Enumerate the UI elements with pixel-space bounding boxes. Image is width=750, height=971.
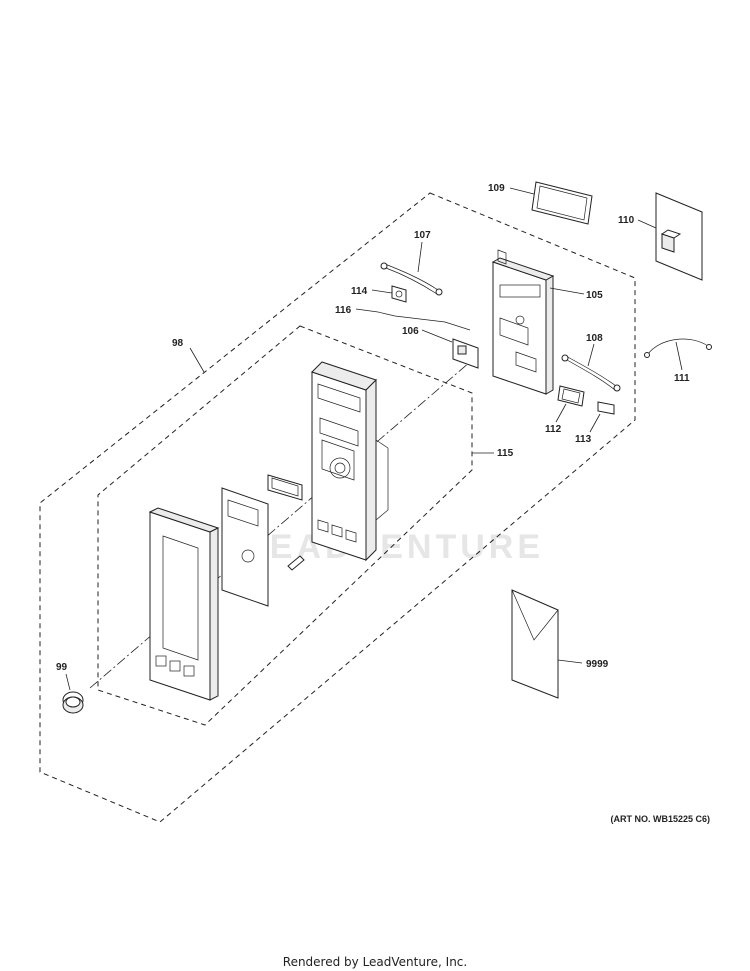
art-number-label: (ART NO. WB15225 C6) <box>610 814 710 824</box>
callout-112: 112 <box>545 424 562 435</box>
outer-cover-panel[interactable] <box>148 507 220 701</box>
callout-108: 108 <box>586 333 603 344</box>
wire-111[interactable] <box>644 338 712 358</box>
circuit-board-110[interactable] <box>655 192 703 281</box>
leader-114 <box>371 289 393 294</box>
callout-109: 109 <box>488 183 505 194</box>
footer-credit: Rendered by LeadVenture, Inc. <box>282 955 468 969</box>
callout-111: 111 <box>674 373 690 384</box>
membrane-overlay-panel[interactable] <box>221 487 269 607</box>
callout-115: 115 <box>497 448 514 459</box>
leader-111 <box>675 341 683 371</box>
callout-110: 110 <box>618 215 635 226</box>
alignment-centerline <box>89 361 471 689</box>
display-module-109[interactable] <box>531 181 593 225</box>
callout-105: 105 <box>586 290 603 301</box>
leader-106 <box>421 329 453 343</box>
leader-110 <box>637 219 657 229</box>
plate-part-113[interactable] <box>597 401 615 415</box>
leader-99 <box>65 673 71 691</box>
callout-107: 107 <box>414 230 431 241</box>
leader-108 <box>587 343 595 367</box>
knob-part[interactable] <box>62 691 84 714</box>
callout-106: 106 <box>402 326 419 337</box>
leader-98 <box>189 347 205 373</box>
callout-9999: 9999 <box>586 659 609 670</box>
control-panel-frame[interactable] <box>311 361 389 562</box>
callout-113: 113 <box>575 434 592 445</box>
leader-9999 <box>557 659 583 664</box>
callout-114: 114 <box>351 286 368 297</box>
leader-112 <box>555 403 567 423</box>
latch-piece[interactable] <box>287 555 305 571</box>
control-board-bracket[interactable] <box>491 249 555 395</box>
small-bracket-part[interactable] <box>391 285 407 303</box>
leader-116 <box>355 308 379 313</box>
callout-99: 99 <box>56 662 68 673</box>
callout-98: 98 <box>172 338 184 349</box>
leader-105 <box>549 287 585 295</box>
leader-107 <box>417 241 423 273</box>
wire-harness-107[interactable] <box>380 262 443 296</box>
wire-harness-108[interactable] <box>561 354 621 392</box>
wire-116[interactable] <box>377 311 471 331</box>
leader-113 <box>589 413 601 433</box>
leader-109 <box>509 187 535 195</box>
literature-envelope[interactable] <box>511 589 559 699</box>
switch-board-part[interactable] <box>452 338 479 369</box>
watermark: LEADVENTURE <box>245 528 544 566</box>
callout-116: 116 <box>335 305 352 316</box>
frame-part-112[interactable] <box>557 385 585 407</box>
display-window-lens[interactable] <box>267 474 303 501</box>
assembly-115-outline <box>97 325 473 726</box>
